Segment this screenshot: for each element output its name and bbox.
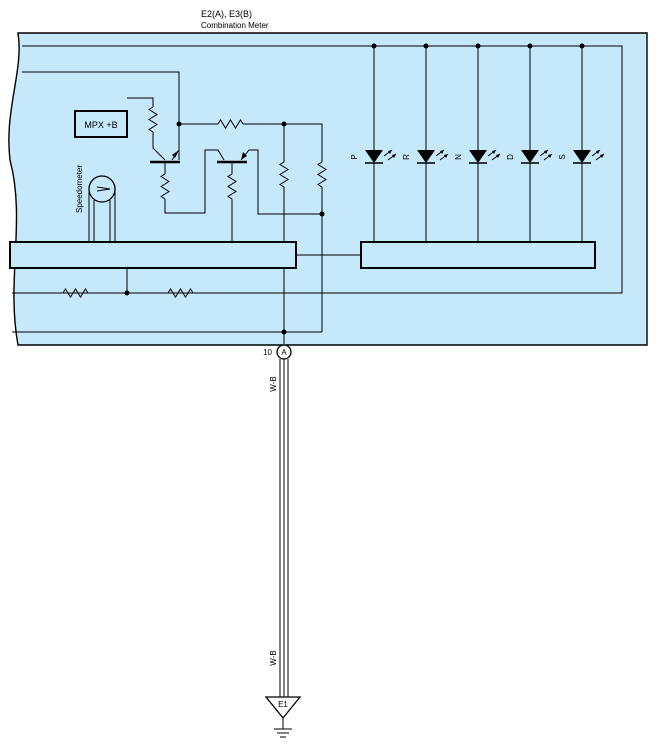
resistor-r8-icon: [167, 288, 194, 298]
wire-mpx: [127, 97, 154, 107]
resistor-r2-icon: [160, 173, 170, 200]
led-n-icon: [469, 149, 501, 164]
indicator-label-d: D: [506, 154, 515, 160]
mpx-plus-b-label: MPX +B: [84, 120, 117, 130]
resistor-r6-icon: [317, 161, 327, 188]
ground-point-icon: [264, 696, 302, 720]
wire-color-upper: W-B: [269, 376, 278, 391]
resistor-r7-icon: [62, 288, 89, 298]
left-ic-bar: [9, 241, 297, 269]
mpx-plus-b-box: [74, 110, 128, 138]
terminal-connector: A: [281, 348, 287, 357]
indicator-led-column: [371, 43, 585, 242]
ground-symbol-icon: [274, 718, 292, 738]
speedometer-gauge-icon: [88, 175, 116, 203]
led-d-icon: [521, 149, 553, 164]
ground-label: E1: [278, 700, 288, 709]
led-p-icon: [365, 149, 397, 164]
led-s-icon: [573, 149, 605, 164]
connector-code: E2(A), E3(B): [201, 9, 252, 19]
resistor-r5-icon: [279, 161, 289, 188]
resistor-r3-icon: [217, 119, 244, 129]
indicator-label-r: R: [402, 154, 411, 160]
component-name: Combination Meter: [201, 21, 269, 30]
led-r-icon: [417, 149, 449, 164]
wire-color-lower: W-B: [269, 650, 278, 665]
indicator-label-n: N: [454, 154, 463, 160]
speedometer-label: Speedometer: [75, 165, 84, 213]
resistor-r4-icon: [227, 173, 237, 200]
right-ic-bar: [360, 241, 596, 269]
wire-r1-base: [152, 132, 166, 161]
indicator-label-p: P: [350, 154, 359, 159]
wire-speedometer: [88, 189, 116, 242]
harness-w-b: [279, 359, 289, 698]
wire-outer-loop: [12, 45, 623, 294]
terminal-pin: 10: [263, 348, 272, 357]
wire-r2: [164, 149, 225, 214]
indicator-label-s: S: [558, 154, 567, 159]
resistor-r1-icon: [148, 106, 158, 133]
